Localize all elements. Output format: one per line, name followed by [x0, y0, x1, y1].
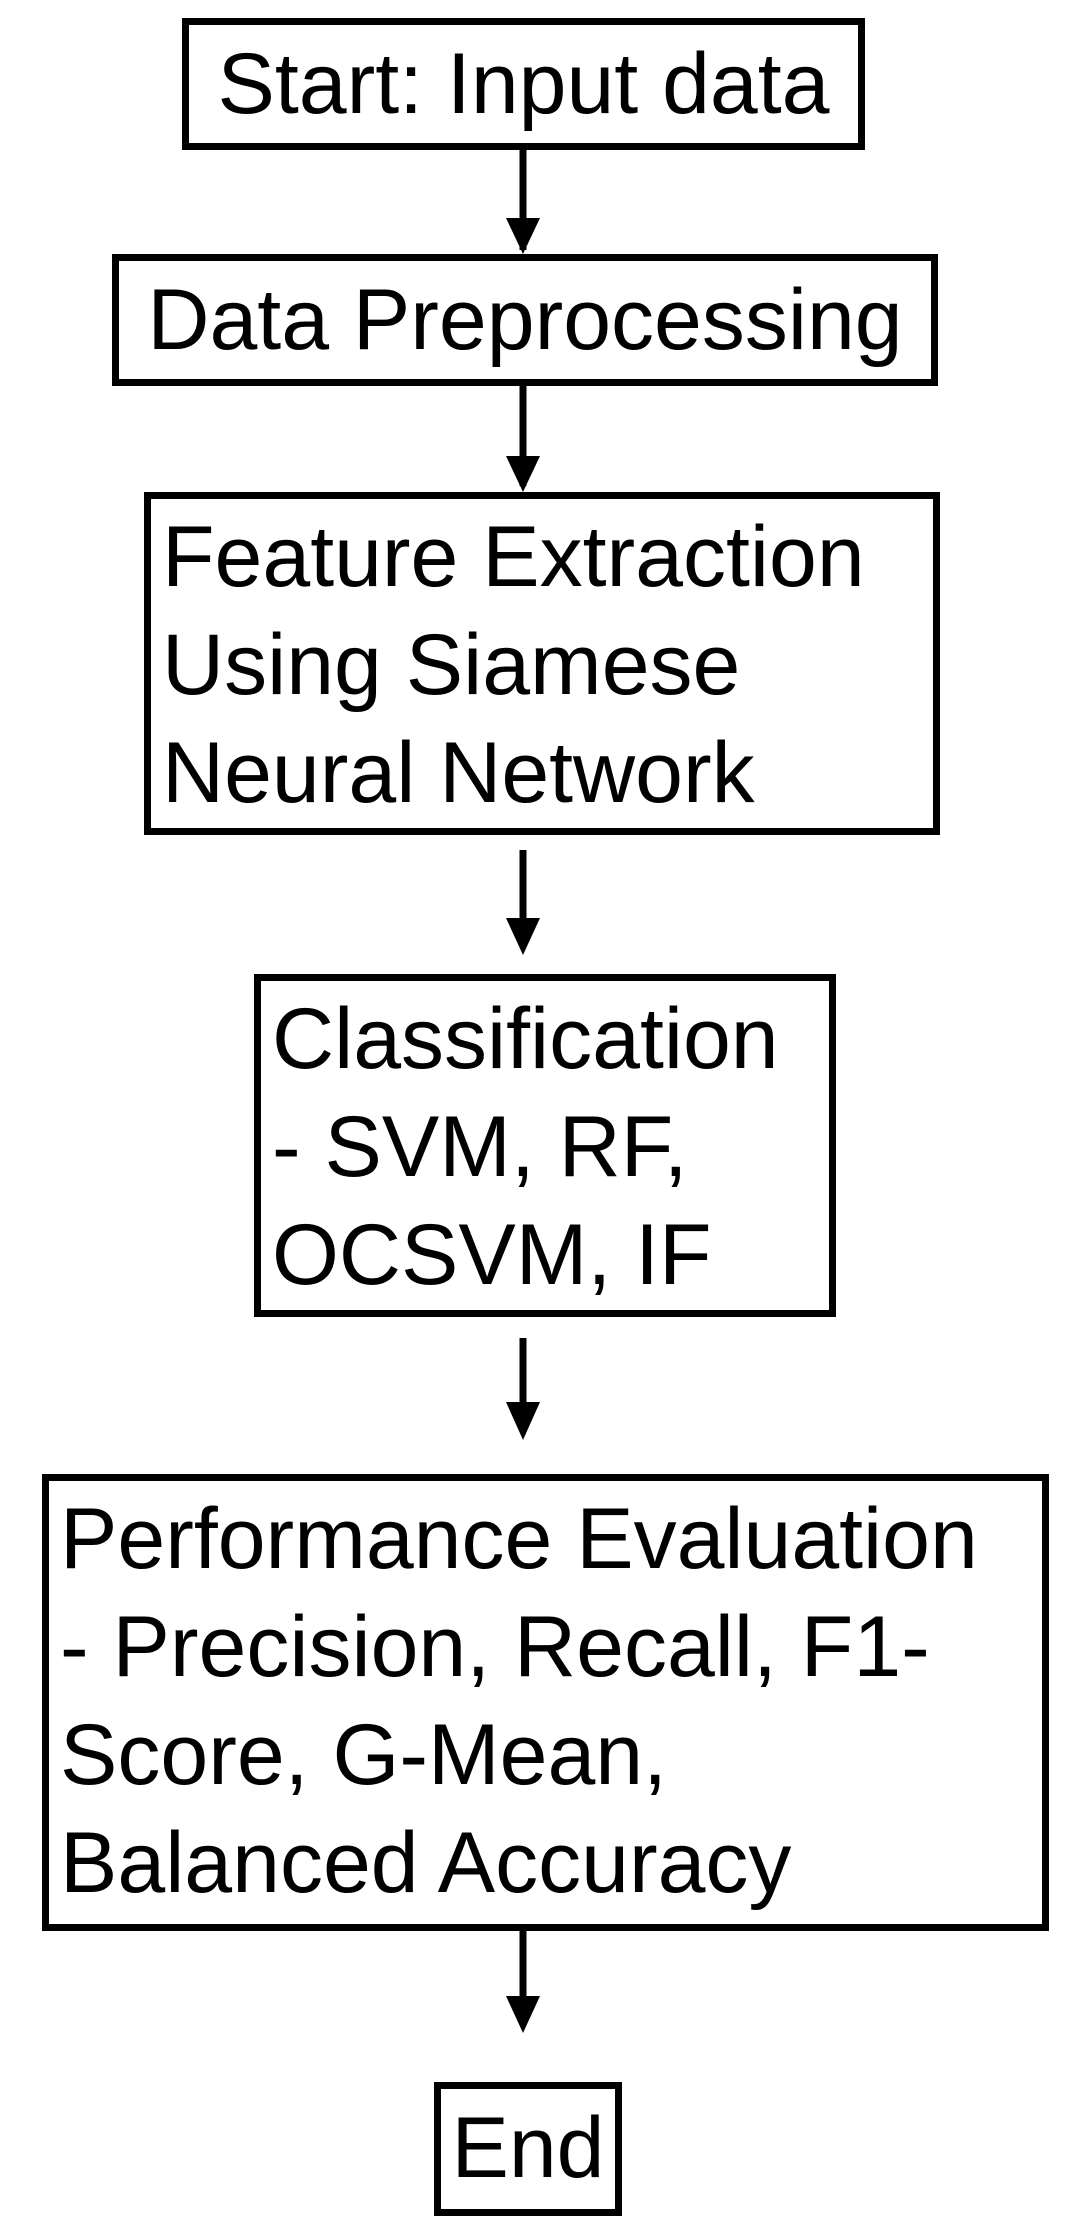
node-data-preprocessing-text: Data Preprocessing — [147, 272, 903, 368]
node-feature-extraction-line-2: Using Siamese — [162, 617, 741, 713]
node-classification-line-3: OCSVM, IF — [272, 1207, 712, 1303]
node-performance-evaluation-line-3: Score, G-Mean, — [60, 1707, 667, 1803]
node-start: Start: Input data — [182, 18, 865, 150]
node-performance-evaluation-line-1: Performance Evaluation — [60, 1491, 978, 1587]
arrowhead-start-to-preprocessing — [506, 218, 540, 254]
node-feature-extraction: Feature Extraction Using Siamese Neural … — [144, 492, 940, 835]
node-feature-extraction-line-1: Feature Extraction — [162, 509, 865, 605]
arrowhead-classification-to-performance-evaluation — [506, 1402, 540, 1440]
arrowhead-preprocessing-to-feature-extraction — [506, 456, 540, 492]
node-end-text: End — [451, 2100, 605, 2196]
node-feature-extraction-line-3: Neural Network — [162, 725, 755, 821]
node-classification-line-1: Classification — [272, 991, 779, 1087]
node-performance-evaluation-line-2: - Precision, Recall, F1- — [60, 1599, 930, 1695]
node-performance-evaluation-line-4: Balanced Accuracy — [60, 1815, 792, 1911]
arrowhead-performance-evaluation-to-end — [506, 1996, 540, 2033]
node-classification: Classification - SVM, RF, OCSVM, IF — [254, 974, 836, 1317]
node-end: End — [434, 2082, 622, 2216]
node-start-text: Start: Input data — [217, 36, 830, 132]
node-classification-line-2: - SVM, RF, — [272, 1099, 688, 1195]
node-data-preprocessing: Data Preprocessing — [112, 254, 938, 386]
arrowhead-feature-extraction-to-classification — [506, 918, 540, 955]
node-performance-evaluation: Performance Evaluation - Precision, Reca… — [42, 1474, 1049, 1931]
